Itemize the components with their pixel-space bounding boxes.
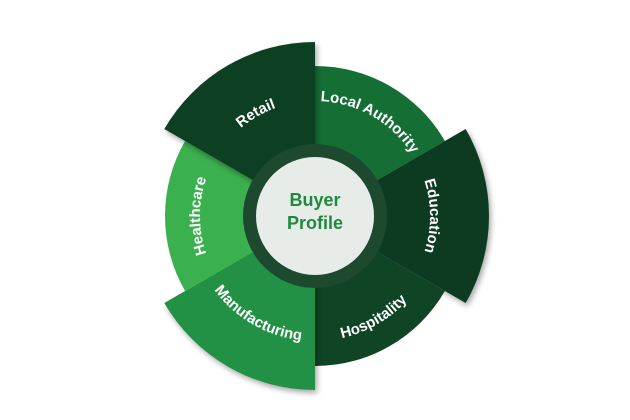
- center-title-line1: Buyer: [289, 190, 340, 210]
- segments-layer: Local AuthorityEducationHospitalityManuf…: [164, 42, 489, 390]
- segment-healthcare: [165, 141, 315, 291]
- center-title-line2: Profile: [287, 213, 343, 233]
- segment-education: [315, 129, 489, 303]
- segment-label-education: Education: [421, 177, 444, 256]
- center-hub: [256, 157, 374, 275]
